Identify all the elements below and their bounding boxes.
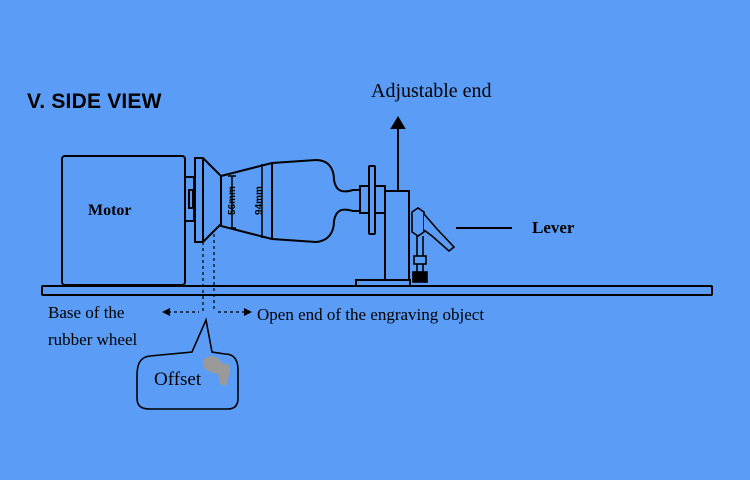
base-label-line1: Base of the: [48, 303, 125, 322]
lever-label: Lever: [532, 218, 575, 237]
base-label-line2: rubber wheel: [48, 330, 138, 349]
right-flange: [359, 185, 370, 214]
open-end-label: Open end of the engraving object: [257, 305, 485, 324]
alignment-lines: [202, 234, 215, 312]
offset-marker-shape: [203, 356, 230, 386]
dimension-marker-56mm: [228, 175, 236, 229]
adjustable-end-label: Adjustable end: [371, 80, 492, 102]
base-wheel-arrow: [162, 308, 199, 316]
rubber-wheel: [194, 157, 222, 243]
offset-label: Offset: [154, 369, 202, 390]
base-plate: [41, 285, 713, 296]
section-title: V. SIDE VIEW: [27, 90, 162, 113]
motor-label: Motor: [88, 202, 132, 219]
engraving-object: [220, 158, 361, 244]
dimension-label-94mm: 94mm: [253, 186, 265, 215]
dimension-label-56mm: 56mm: [226, 186, 238, 215]
lever-mechanism: [411, 207, 456, 283]
adjustable-end-post: [384, 190, 410, 284]
base-of-rubber-wheel-label: Base of the rubber wheel: [48, 299, 137, 353]
motor-box: [61, 155, 186, 286]
offset-callout: [136, 317, 239, 410]
open-end-arrow: [218, 308, 252, 316]
